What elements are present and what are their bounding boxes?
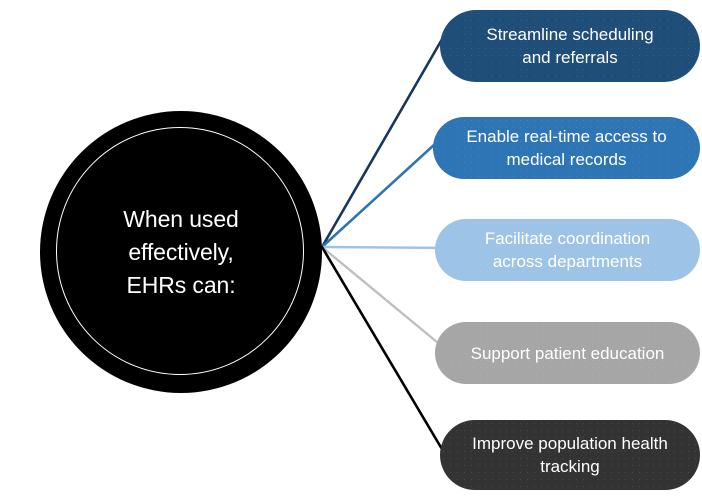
- branch-patient-education[interactable]: Support patient education: [435, 322, 700, 384]
- connector-line-facilitate-coordination: [320, 245, 454, 250]
- branch-label: Support patient education: [470, 343, 665, 363]
- hub-label-line-1: When used: [123, 205, 239, 232]
- connector-line-patient-education: [320, 245, 451, 354]
- branch-population-health[interactable]: Improve population health tracking: [440, 420, 700, 490]
- hub-label-line-2: effectively,: [128, 238, 234, 265]
- central-hub-circle[interactable]: When used effectively, EHRs can:: [40, 111, 322, 393]
- branch-real-time-access[interactable]: Enable real-time access to medical recor…: [433, 117, 700, 179]
- connector-line-streamline-scheduling: [320, 20, 454, 249]
- branch-label: Improve population health tracking: [472, 434, 668, 476]
- hub-inner-ring: [56, 127, 304, 375]
- hub-label: When used effectively, EHRs can:: [81, 203, 281, 302]
- connector-line-population-health: [320, 245, 454, 468]
- branch-streamline-scheduling[interactable]: Streamline scheduling and referrals: [440, 10, 700, 82]
- branch-facilitate-coordination[interactable]: Facilitate coordination across departmen…: [435, 219, 700, 281]
- hub-label-line-3: EHRs can:: [126, 271, 236, 298]
- branch-label: Facilitate coordination across departmen…: [484, 229, 651, 271]
- connector-line-real-time-access: [320, 132, 448, 249]
- branch-label: Enable real-time access to medical recor…: [466, 127, 667, 169]
- branch-label: Streamline scheduling and referrals: [486, 25, 654, 67]
